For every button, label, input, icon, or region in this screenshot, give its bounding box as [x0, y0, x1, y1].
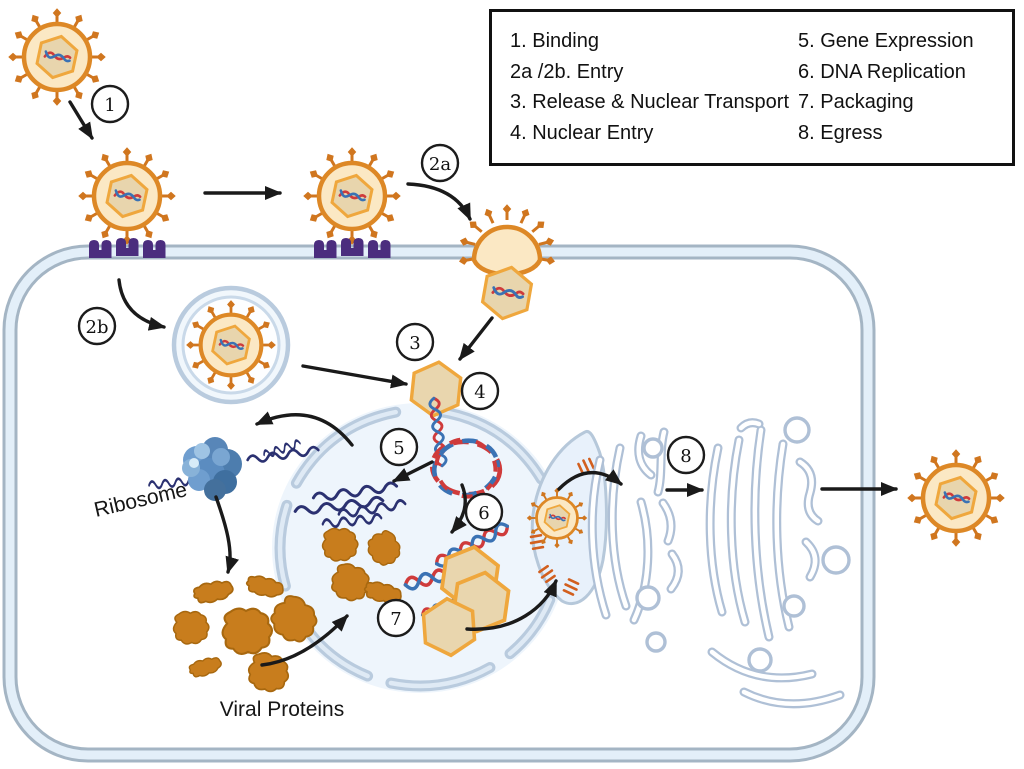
svg-text:3: 3 [409, 333, 420, 354]
svg-text:8: 8 [680, 446, 691, 467]
golgi-apparatus-left [587, 427, 683, 653]
legend-item-release-transport: 3. Release & Nuclear Transport [510, 91, 790, 114]
endosome-vesicle [171, 285, 291, 405]
circular-viral-dna [429, 437, 503, 499]
step-marker-5: 5 [379, 427, 419, 467]
ribosome [182, 437, 242, 501]
arrow-capsid-to-vesicle [465, 579, 558, 631]
step-marker-8: 8 [666, 435, 706, 475]
svg-text:1: 1 [104, 95, 115, 116]
legend-column-right: 5. Gene Expression 6. DNA Replication 7.… [780, 12, 1012, 163]
legend-column-left: 1. Binding 2a /2b. Entry 3. Release & Nu… [492, 12, 790, 163]
step-marker-4: 4 [460, 371, 500, 411]
legend-item-nuclear-entry: 4. Nuclear Entry [510, 122, 654, 145]
fusing-virus [457, 203, 557, 321]
viral-proteins-label: Viral Proteins [220, 698, 345, 721]
nucleus [272, 403, 568, 693]
flow-arrows [68, 100, 898, 667]
legend-item-binding: 1. Binding [510, 29, 599, 52]
bound-virus-1 [79, 148, 175, 244]
ribosome-label: Ribosome [92, 478, 189, 522]
step-marker-2a: 2a [420, 143, 460, 183]
svg-text:2b: 2b [86, 317, 109, 338]
step-marker-7: 7 [376, 598, 416, 638]
svg-text:7: 7 [390, 609, 401, 630]
legend-item-egress: 8. Egress [798, 122, 883, 145]
arrow-step6 [450, 483, 467, 534]
svg-text:5: 5 [393, 438, 404, 459]
svg-text:6: 6 [478, 503, 489, 524]
arrow-vesicle-to-golgi [557, 469, 623, 491]
arrow-fusion-to-capsid [458, 316, 494, 361]
arrow-to-ribosome [255, 411, 354, 447]
legend-box: 1. Binding 2a /2b. Entry 3. Release & Nu… [489, 9, 1015, 166]
free-virus [9, 9, 105, 105]
cell-membrane [2, 244, 876, 763]
legend-item-packaging: 7. Packaging [798, 91, 914, 114]
svg-text:2a: 2a [429, 154, 451, 175]
legend-item-dna-replication: 6. DNA Replication [798, 60, 966, 83]
arrow-step2a [406, 182, 472, 221]
svg-text:4: 4 [474, 382, 485, 403]
bound-virus-2 [304, 148, 400, 244]
arrow-step2b [117, 278, 166, 331]
step-marker-3: 3 [395, 322, 435, 362]
egress-virus [908, 450, 1004, 546]
arrow-step1 [68, 100, 94, 140]
step-marker-2b: 2b [77, 306, 117, 346]
golgi-apparatus-right [705, 416, 851, 709]
arrow-proteins-to-nucleus [260, 614, 349, 667]
legend-item-entry: 2a /2b. Entry [510, 60, 624, 83]
arrow-ribosome-to-proteins [214, 495, 240, 574]
arrow-endosome-to-capsid [301, 364, 408, 389]
step-marker-6: 6 [464, 492, 504, 532]
arrow-step5 [392, 460, 434, 483]
legend-item-gene-expression: 5. Gene Expression [798, 29, 974, 52]
step-marker-1: 1 [90, 84, 130, 124]
